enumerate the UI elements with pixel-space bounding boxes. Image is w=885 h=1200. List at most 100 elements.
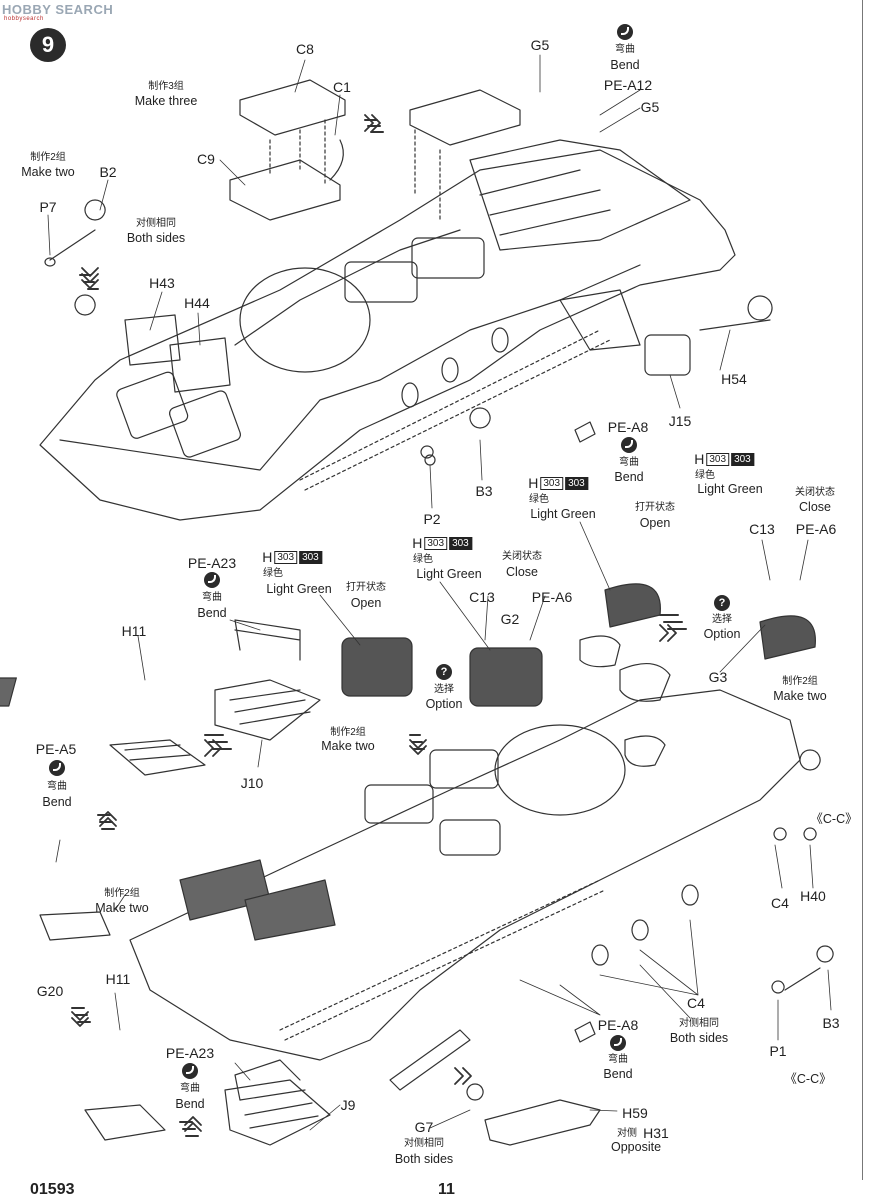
part-label-g3: G3 <box>708 669 728 685</box>
part-label-g2: G2 <box>500 611 520 627</box>
note-make-two-en-top: Make two <box>21 165 75 179</box>
part-label-h11-top: H11 <box>121 623 147 639</box>
note-light-green-en-right: Light Green <box>697 482 763 496</box>
note-close-en-mid: Close <box>506 565 538 579</box>
part-label-p2: P2 <box>423 511 441 527</box>
part-label-c9: C9 <box>197 151 215 167</box>
part-label-g7: G7 <box>414 1119 434 1135</box>
note-make-two-cn-right: 制作2组 <box>782 676 818 687</box>
part-label-pe-a6-mid: PE-A6 <box>531 589 573 605</box>
part-label-p1: P1 <box>769 1043 787 1059</box>
note-bend-en-pe-a8-bottom: Bend <box>603 1067 633 1081</box>
section-cc-label-lower: 《C-C》 <box>784 1072 832 1086</box>
part-label-pe-a8-bottom: PE-A8 <box>597 1017 639 1033</box>
part-label-pe-a6-right: PE-A6 <box>795 521 837 537</box>
note-open-en-mid: Open <box>350 596 382 610</box>
part-label-g5-top: G5 <box>530 37 550 53</box>
part-label-j15: J15 <box>668 413 692 429</box>
note-both-sides-cn-g7: 对侧相同 <box>404 1138 444 1149</box>
part-label-h43: H43 <box>149 275 175 291</box>
part-label-c8: C8 <box>296 41 314 57</box>
part-label-g5-mid: G5 <box>640 99 660 115</box>
note-light-green-en-mid: Light Green <box>416 567 482 581</box>
part-label-p7: P7 <box>39 199 57 215</box>
note-make-two-en-right: Make two <box>773 689 827 703</box>
note-bend-cn-pe-a23-bottom: 弯曲 <box>180 1083 200 1094</box>
note-light-green-en-upper: Light Green <box>530 507 596 521</box>
option-question-icon: ? <box>714 595 730 611</box>
note-make-two-en-left: Make two <box>95 901 149 915</box>
note-make-two-en-mid: Make two <box>321 739 375 753</box>
note-bend-cn-pe-a23-top: 弯曲 <box>202 592 222 603</box>
bend-icon <box>621 437 637 453</box>
note-bend-en-pe-a23-top: Bend <box>197 606 227 620</box>
note-make-three-en: Make three <box>134 94 198 108</box>
hatch-covers-top <box>229 79 521 221</box>
option-question-icon: ? <box>436 664 452 680</box>
part-label-pe-a23-top: PE-A23 <box>187 555 237 571</box>
part-label-g20: G20 <box>36 983 64 999</box>
note-open-cn-mid: 打开状态 <box>346 582 386 593</box>
note-bend-cn-pe-a12: 弯曲 <box>615 44 635 55</box>
part-label-pe-a12: PE-A12 <box>603 77 653 93</box>
part-label-c1: C1 <box>333 79 351 95</box>
note-bend-en-pe-a8-top: Bend <box>614 470 644 484</box>
note-option-cn-mid: 选择 <box>434 684 454 695</box>
note-light-green-en-left: Light Green <box>266 582 332 596</box>
part-label-b3-bottom: B3 <box>822 1015 840 1031</box>
note-bend-en-pe-a12: Bend <box>610 58 640 72</box>
note-make-two-cn-top: 制作2组 <box>30 152 66 163</box>
note-make-three-cn: 制作3组 <box>148 81 184 92</box>
step-number-badge: 9 <box>30 28 66 62</box>
note-light-green-cn-left: 绿色 <box>263 568 283 579</box>
bend-icon <box>182 1063 198 1079</box>
product-code: 01593 <box>30 1181 75 1198</box>
note-both-sides-en-g7: Both sides <box>394 1152 454 1166</box>
note-light-green-cn-right: 绿色 <box>695 470 715 481</box>
lower-hull-bottom <box>129 635 834 1146</box>
note-both-sides-en-top: Both sides <box>126 231 186 245</box>
note-bend-en-pe-a5: Bend <box>42 795 72 809</box>
note-make-two-cn-mid: 制作2组 <box>330 727 366 738</box>
note-both-sides-en-bottom: Both sides <box>669 1031 729 1045</box>
part-label-b3-top: B3 <box>475 483 493 499</box>
part-label-h31: H31 <box>643 1125 669 1141</box>
note-option-cn-right: 选择 <box>712 614 732 625</box>
note-make-two-cn-left: 制作2组 <box>104 888 140 899</box>
part-label-c4-right: C4 <box>771 895 789 911</box>
part-label-c4-bottom: C4 <box>687 995 705 1011</box>
side-parts <box>44 199 773 459</box>
part-label-pe-a5: PE-A5 <box>35 741 77 757</box>
grilles-left <box>0 677 331 1146</box>
section-cc-label-upper: 《C-C》 <box>810 812 858 826</box>
note-close-cn-right: 关闭状态 <box>795 487 835 498</box>
note-open-en-right: Open <box>639 516 671 530</box>
leader-lines <box>47 54 832 1131</box>
page-number: 11 <box>438 1181 455 1198</box>
note-opposite-en: Opposite <box>610 1140 662 1154</box>
note-bend-cn-pe-a8-top: 弯曲 <box>619 457 639 468</box>
part-label-h44: H44 <box>184 295 210 311</box>
note-both-sides-cn-top: 对侧相同 <box>136 218 176 229</box>
note-option-en-mid: Option <box>425 697 463 711</box>
note-close-en-right: Close <box>799 500 831 514</box>
note-light-green-cn-mid: 绿色 <box>413 554 433 565</box>
part-label-h11-bottom: H11 <box>105 971 131 987</box>
bend-icon <box>49 760 65 776</box>
part-label-c13-mid: C13 <box>469 589 495 605</box>
note-bend-en-pe-a23-bottom: Bend <box>175 1097 205 1111</box>
part-label-j9: J9 <box>340 1097 356 1113</box>
part-label-j10: J10 <box>240 775 264 791</box>
page-border-line <box>862 0 863 1180</box>
part-label-c13-right: C13 <box>749 521 775 537</box>
note-bend-cn-pe-a8-bottom: 弯曲 <box>608 1054 628 1065</box>
note-both-sides-cn-bottom: 对侧相同 <box>679 1018 719 1029</box>
note-bend-cn-pe-a5: 弯曲 <box>47 781 67 792</box>
